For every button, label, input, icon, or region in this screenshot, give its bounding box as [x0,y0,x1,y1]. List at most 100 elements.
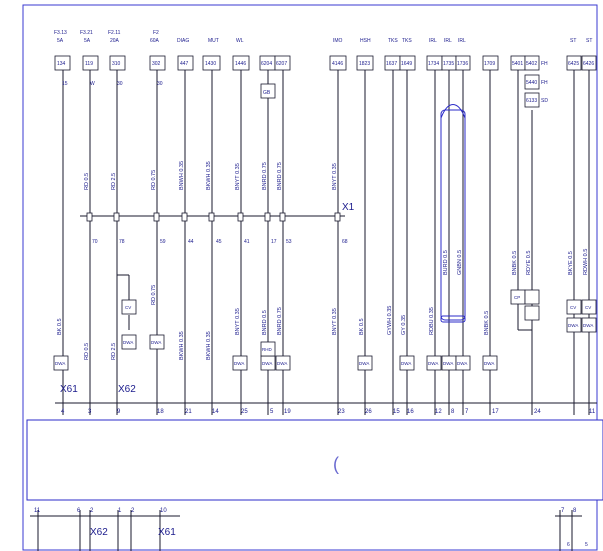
terminal-blocks: DWA DWA DWA DWA DWA DWA DWA DWA DWA DWA … [53,289,597,371]
pin-number: 17 [492,409,499,415]
code-suffix: 30 [117,81,123,87]
wire-label: GYWH 0.35 [387,306,393,335]
wire-label: BNYT 0.35 [332,308,338,335]
code: 6425 [568,61,579,67]
pin-number: 10 [160,508,167,514]
wire-label: BNBK 0.5 [512,251,518,275]
wire-label: RD 2.5 [111,343,117,360]
terminal-label: DWA [568,323,578,328]
pin-number: 9 [117,409,121,415]
splice-number: 45 [216,239,222,245]
fuse-label: F2 [153,30,159,36]
wire-label: BNRD 0.75 [262,162,268,190]
wire-label: BKWH 0.35 [206,161,212,190]
code: 5401 [512,61,523,67]
code: 5440 [526,80,537,86]
code: 1430 [205,61,216,67]
pin-number: 5 [585,542,588,548]
splice-number: 44 [188,239,194,245]
wire-label: BURD 0.5 [443,250,449,275]
pin-number: 26 [365,409,372,415]
code: 1637 [386,61,397,67]
code: 447 [180,61,189,67]
module-mark: ( [333,454,339,474]
wire-label: BNYT 0.35 [332,163,338,190]
wire-label: RD 0.5 [84,343,90,360]
function-label: WL [236,38,244,44]
code: 6204 [261,61,272,67]
wire-label: RD 0.5 [84,173,90,190]
fuse-label: F2.11 [108,30,121,36]
function-label: IMO [333,38,343,44]
pin-number: 7 [561,508,565,514]
pin-number: 24 [534,409,541,415]
wire-label: BNRD 0.75 [277,307,283,335]
fuse-rating: 60A [150,38,160,44]
code: 6426 [583,61,594,67]
cv-label: CV [585,305,591,310]
wire-label: BK 0.5 [57,318,63,335]
connector-x1: X1 [342,202,355,213]
cp-label: CP [514,295,520,300]
rhd-label: RHD [262,347,272,352]
splices: 70 78 59 44 45 41 17 53 68 [86,212,348,245]
terminal-label: DWA [359,361,369,366]
wire-label: BNBK 0.5 [484,311,490,335]
code: 119 [85,61,93,67]
connector-x61-bottom: X61 [158,527,176,538]
wire-label: GY 0.35 [401,315,407,335]
control-module [26,419,603,501]
connector-x61: X61 [60,384,78,395]
function-label: TKS [388,38,398,44]
fuse-rating: 5A [84,38,91,44]
function-label: TKS [402,38,412,44]
wire-label: RD 0.75 [151,170,157,190]
pin-number: 6 [567,542,570,548]
connector-x62: X62 [118,384,136,395]
pin-number: 5 [270,409,274,415]
code: 1735 [443,61,454,67]
code: 134 [57,61,66,67]
code: 5402 [526,61,537,67]
terminal-label: DWA [583,323,593,328]
function-label: HSH [360,38,371,44]
terminal-label: DWA [277,361,287,366]
wire-label: RD 0.75 [151,285,157,305]
pin-number: 23 [338,409,345,415]
gb-label: GB [263,90,271,96]
wire-label: BNRD 0.5 [262,310,268,335]
splice-number: 78 [119,239,125,245]
terminal-label: DWA [123,340,133,345]
fuse-rating: 5A [57,38,64,44]
splice-number: 53 [286,239,292,245]
code: 1823 [359,61,370,67]
pin-number: 16 [407,409,414,415]
code: 6207 [276,61,287,67]
pin-number: 8 [573,508,577,514]
code-suffix: W [90,81,95,87]
pin-number: 14 [212,409,219,415]
code-suffix: FH [541,80,548,86]
fuse-rating: 20A [110,38,120,44]
code-suffix: 30 [157,81,163,87]
pin-number: 3 [88,409,92,415]
function-label: IRL [444,38,452,44]
function-label: MUT [208,38,219,44]
terminal-label: DWA [151,340,161,345]
terminal-label: DWA [234,361,244,366]
wire-label: BNYT 0.35 [235,308,241,335]
splice-number: 59 [160,239,166,245]
connector-labels: X1 X61 X62 X62 X61 [60,202,355,538]
code: 1649 [401,61,412,67]
terminal-label: DWA [443,361,453,366]
pin-number: 6 [77,508,81,514]
function-label: IRL [458,38,466,44]
schematic-frame [22,4,598,551]
wire-label: BNWH 0.35 [179,161,185,190]
code: 1736 [457,61,468,67]
cv-label: CV [570,305,576,310]
terminal-label: DWA [401,361,411,366]
function-label: ST [570,38,576,44]
splice-number: 68 [342,239,348,245]
